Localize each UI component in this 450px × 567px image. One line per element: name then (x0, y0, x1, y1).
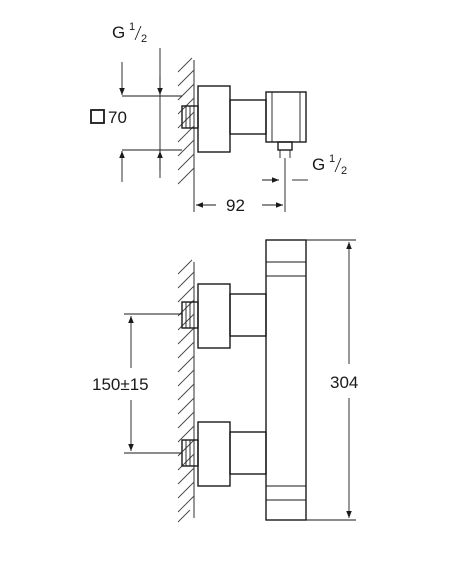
top-side-view: G 1 2 70 G 1 2 92 (90, 21, 347, 215)
wall-hatch-front (177, 259, 195, 523)
thread-label-side: G (312, 155, 325, 174)
dim-92-label: 92 (226, 196, 245, 215)
thread-label-top: G (112, 23, 125, 42)
thermostat-body (265, 239, 307, 521)
thread-label-side-num: 1 (329, 153, 335, 165)
dim-304-label: 304 (330, 373, 358, 392)
thread-label-top-num: 1 (129, 21, 135, 33)
dim-150-label: 150±15 (92, 375, 149, 394)
thread-label-side-den: 2 (341, 165, 347, 177)
flange-lower (197, 421, 231, 487)
flange-upper (197, 283, 231, 349)
neck-top (229, 99, 267, 135)
outlet-top (277, 141, 293, 151)
thread-label-top-den: 2 (141, 33, 147, 45)
neck-upper (229, 293, 267, 337)
neck-lower (229, 431, 267, 475)
flange-plate-top (197, 85, 231, 153)
square-symbol (90, 109, 105, 124)
front-view: 150±15 304 (92, 239, 358, 523)
square-dim-label: 70 (108, 108, 127, 127)
